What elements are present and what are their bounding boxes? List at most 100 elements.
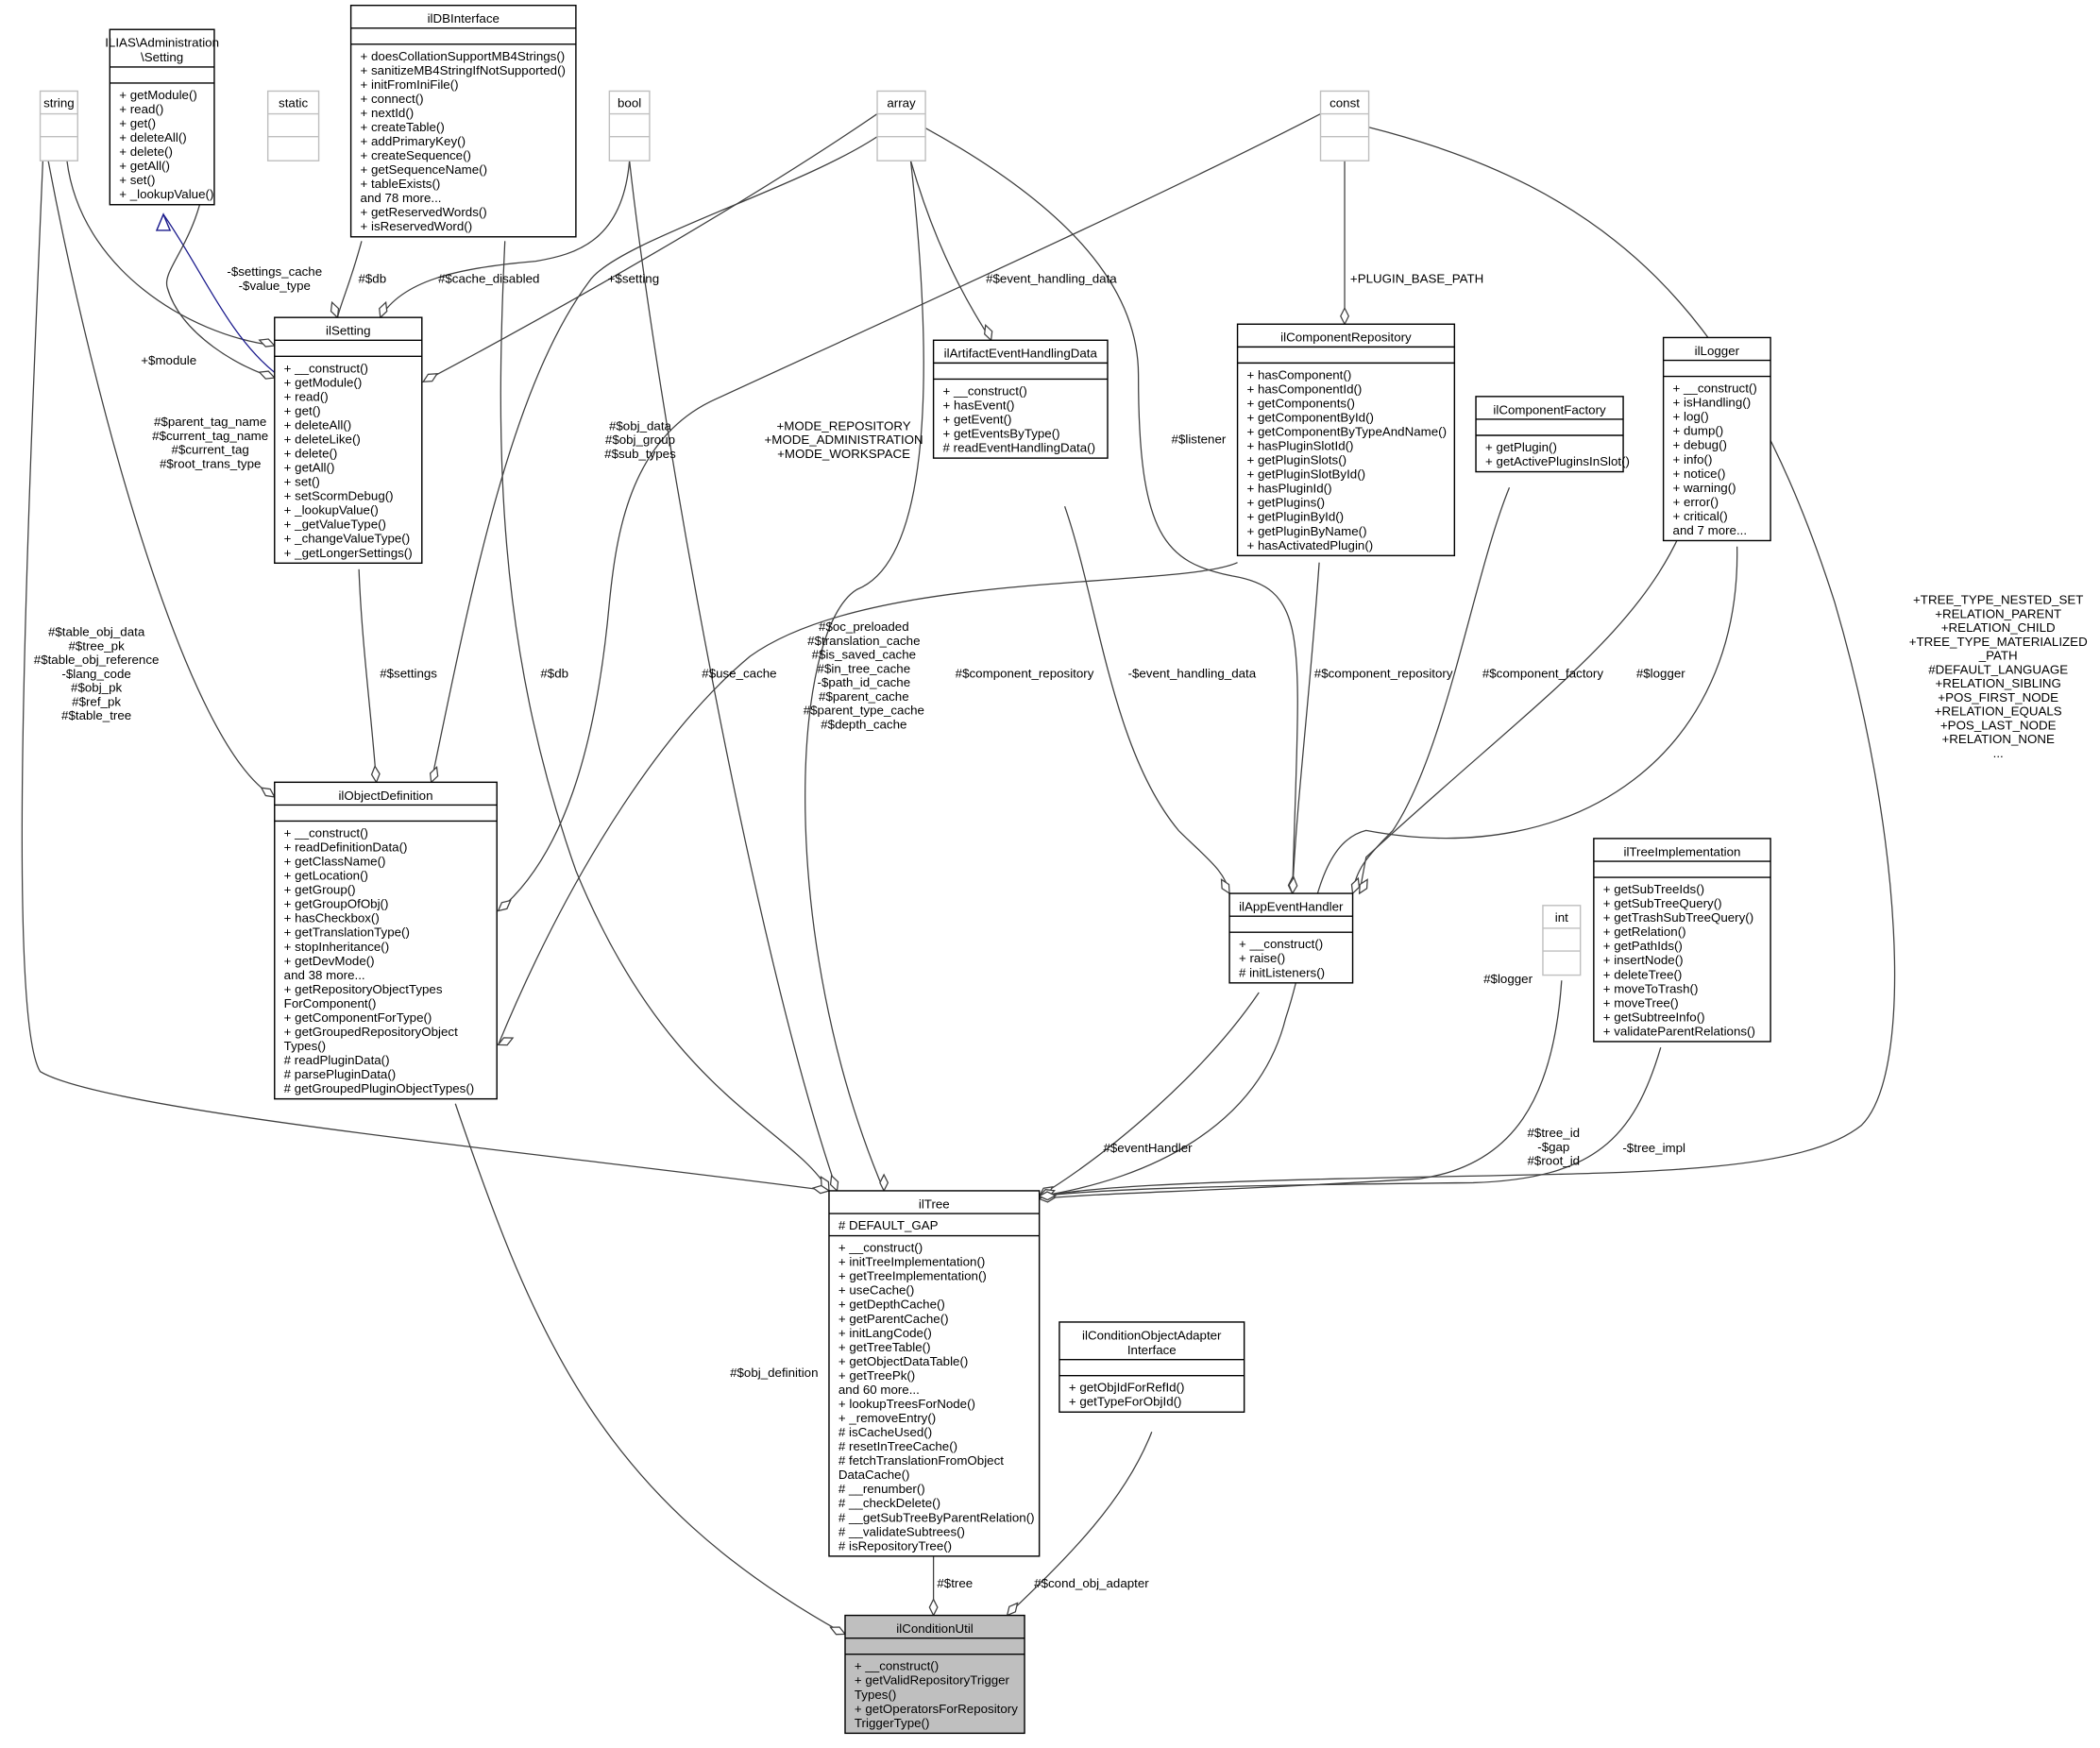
class-iltreeimplementation[interactable]: ilTreeImplementation+ getSubTreeIds()+ g… — [1593, 838, 1771, 1043]
class-ilartifacteventhandlingdata[interactable]: ilArtifactEventHandlingData+ __construct… — [932, 339, 1109, 459]
class-name: int — [1555, 910, 1568, 925]
class-method: + getEventsByType() — [943, 427, 1060, 441]
edge-label: #$use_cache — [702, 667, 776, 681]
class-ilobjectdefinition[interactable]: ilObjectDefinition+ __construct()+ readD… — [274, 781, 498, 1100]
class-name: array — [887, 95, 916, 110]
class-const[interactable]: const — [1319, 90, 1370, 161]
edge-label: -$settings_cache — [227, 264, 322, 279]
class-method: + hasComponent() — [1246, 367, 1351, 382]
class-method: # parsePluginData() — [284, 1067, 397, 1081]
class-name: ilComponentFactory — [1493, 402, 1606, 416]
association-line — [21, 161, 830, 1192]
class-method: + getTreeTable() — [838, 1340, 931, 1354]
class-int[interactable]: int — [1542, 905, 1582, 976]
class-method: + _getLongerSettings() — [284, 546, 413, 560]
class-method: + debug() — [1673, 438, 1727, 452]
class-method: + isReservedWord() — [361, 219, 473, 233]
class-method: + delete() — [284, 447, 338, 461]
association-line — [1351, 487, 1511, 894]
class-method: + getOperatorsForRepository — [855, 1702, 1018, 1716]
class-method: + notice() — [1673, 467, 1726, 481]
edge-label: #$obj_data — [609, 418, 672, 433]
association-line — [804, 161, 924, 1192]
class-method: # getGroupedPluginObjectTypes() — [284, 1081, 475, 1095]
class-box — [1228, 892, 1354, 984]
class-string[interactable]: string — [39, 90, 78, 161]
class-ilias_setting[interactable]: ILIAS\Administration\Setting+ getModule(… — [105, 28, 219, 206]
edge-label: #$in_tree_cache — [818, 661, 911, 675]
class-ilsetting[interactable]: ilSetting+ __construct()+ getModule()+ r… — [274, 316, 423, 565]
class-method: + get() — [119, 116, 156, 130]
edge-label: -$path_id_cache — [818, 675, 911, 689]
class-method: + initLangCode() — [838, 1326, 932, 1340]
class-method: + tableExists() — [361, 177, 441, 191]
class-method: + validateParentRelations() — [1603, 1024, 1755, 1038]
class-ilappeventhandler[interactable]: ilAppEventHandler+ __construct()+ raise(… — [1228, 892, 1354, 984]
class-method: + getComponentForType() — [284, 1010, 432, 1025]
class-method: # isRepositoryTree() — [838, 1538, 952, 1553]
aggregation-diamond-icon — [260, 787, 276, 798]
class-ilcomponentrepository[interactable]: ilComponentRepository+ hasComponent()+ h… — [1236, 323, 1456, 557]
edge-label: #$obj_pk — [71, 681, 122, 695]
class-method: + initFromIniFile() — [361, 77, 459, 92]
aggregation-diamond-icon — [829, 1626, 847, 1636]
class-method: + hasPluginId() — [1246, 482, 1331, 496]
edge-label: #DEFAULT_LANGUAGE — [1928, 662, 2068, 676]
edges-layer — [21, 113, 1896, 1636]
class-method: + getDevMode() — [284, 954, 375, 968]
class-bool[interactable]: bool — [608, 90, 651, 161]
edge-label: #$eventHandler — [1103, 1141, 1193, 1155]
class-name: ilTreeImplementation — [1623, 844, 1740, 858]
aggregation-diamond-icon — [1350, 876, 1361, 895]
edge-aeh_component_repository — [1288, 562, 1320, 895]
edge-label: #$depth_cache — [821, 717, 906, 731]
class-attribute: # DEFAULT_GAP — [838, 1218, 939, 1232]
class-box — [274, 316, 423, 565]
edge-label: -$event_handling_data — [1128, 667, 1257, 681]
aggregation-diamond-icon — [1288, 875, 1298, 895]
class-ilconditionutil[interactable]: ilConditionUtil+ __construct()+ getValid… — [844, 1614, 1025, 1735]
class-illogger[interactable]: ilLogger+ __construct()+ isHandling()+ l… — [1662, 336, 1771, 542]
class-name: ilConditionUtil — [896, 1621, 974, 1636]
association-line — [498, 113, 1321, 911]
association-line — [431, 133, 882, 783]
class-method: + getPlugin() — [1485, 440, 1557, 454]
class-array[interactable]: array — [876, 90, 926, 161]
class-method: # readPluginData() — [284, 1053, 390, 1067]
class-method: + getModule() — [284, 375, 363, 389]
edge-obj_definition — [454, 1103, 847, 1636]
class-method: + getLocation() — [284, 869, 368, 883]
edge-settings — [358, 569, 381, 784]
class-method: DataCache() — [838, 1468, 910, 1482]
class-iltree[interactable]: ilTree# DEFAULT_GAP+ __construct()+ init… — [828, 1190, 1041, 1557]
class-name: ilLogger — [1695, 344, 1740, 358]
class-name: \Setting — [141, 50, 183, 64]
edge-label: #$parent_tag_name — [154, 415, 266, 429]
edge-label: _PATH — [1978, 649, 2018, 663]
class-ildbinterface[interactable]: ilDBInterface+ doesCollationSupportMB4St… — [349, 4, 577, 238]
class-method: and 38 more... — [284, 968, 365, 982]
class-method: + moveTree() — [1603, 995, 1679, 1010]
edge-label: #$parent_type_cache — [804, 704, 924, 718]
class-ilcomponentfactory[interactable]: ilComponentFactory+ getPlugin()+ getActi… — [1475, 396, 1630, 473]
inheritance-arrow-icon — [155, 212, 172, 231]
class-method: + getSubtreeInfo() — [1603, 1010, 1705, 1024]
edge-label: -$tree_impl — [1622, 1141, 1685, 1155]
class-box — [109, 28, 215, 206]
class-static[interactable]: static — [266, 90, 320, 161]
edge-label: +POS_FIRST_NODE — [1938, 690, 2058, 704]
class-method: + insertNode() — [1603, 953, 1684, 967]
edge-tree — [928, 1556, 939, 1617]
class-method: + set() — [284, 475, 320, 489]
classes-layer: ILIAS\Administration\Setting+ getModule(… — [39, 4, 1771, 1735]
class-method: + __construct() — [1239, 937, 1323, 951]
class-method: and 7 more... — [1673, 523, 1748, 537]
class-method: + moveToTrash() — [1603, 981, 1699, 995]
edge-obj_data — [429, 133, 882, 784]
association-line — [1007, 1432, 1153, 1617]
edge-label: #$cond_obj_adapter — [1034, 1576, 1149, 1590]
edge-label: #$logger — [1483, 972, 1533, 986]
edge-label: -$lang_code — [61, 667, 130, 681]
class-method: + getPathIds() — [1603, 939, 1683, 953]
